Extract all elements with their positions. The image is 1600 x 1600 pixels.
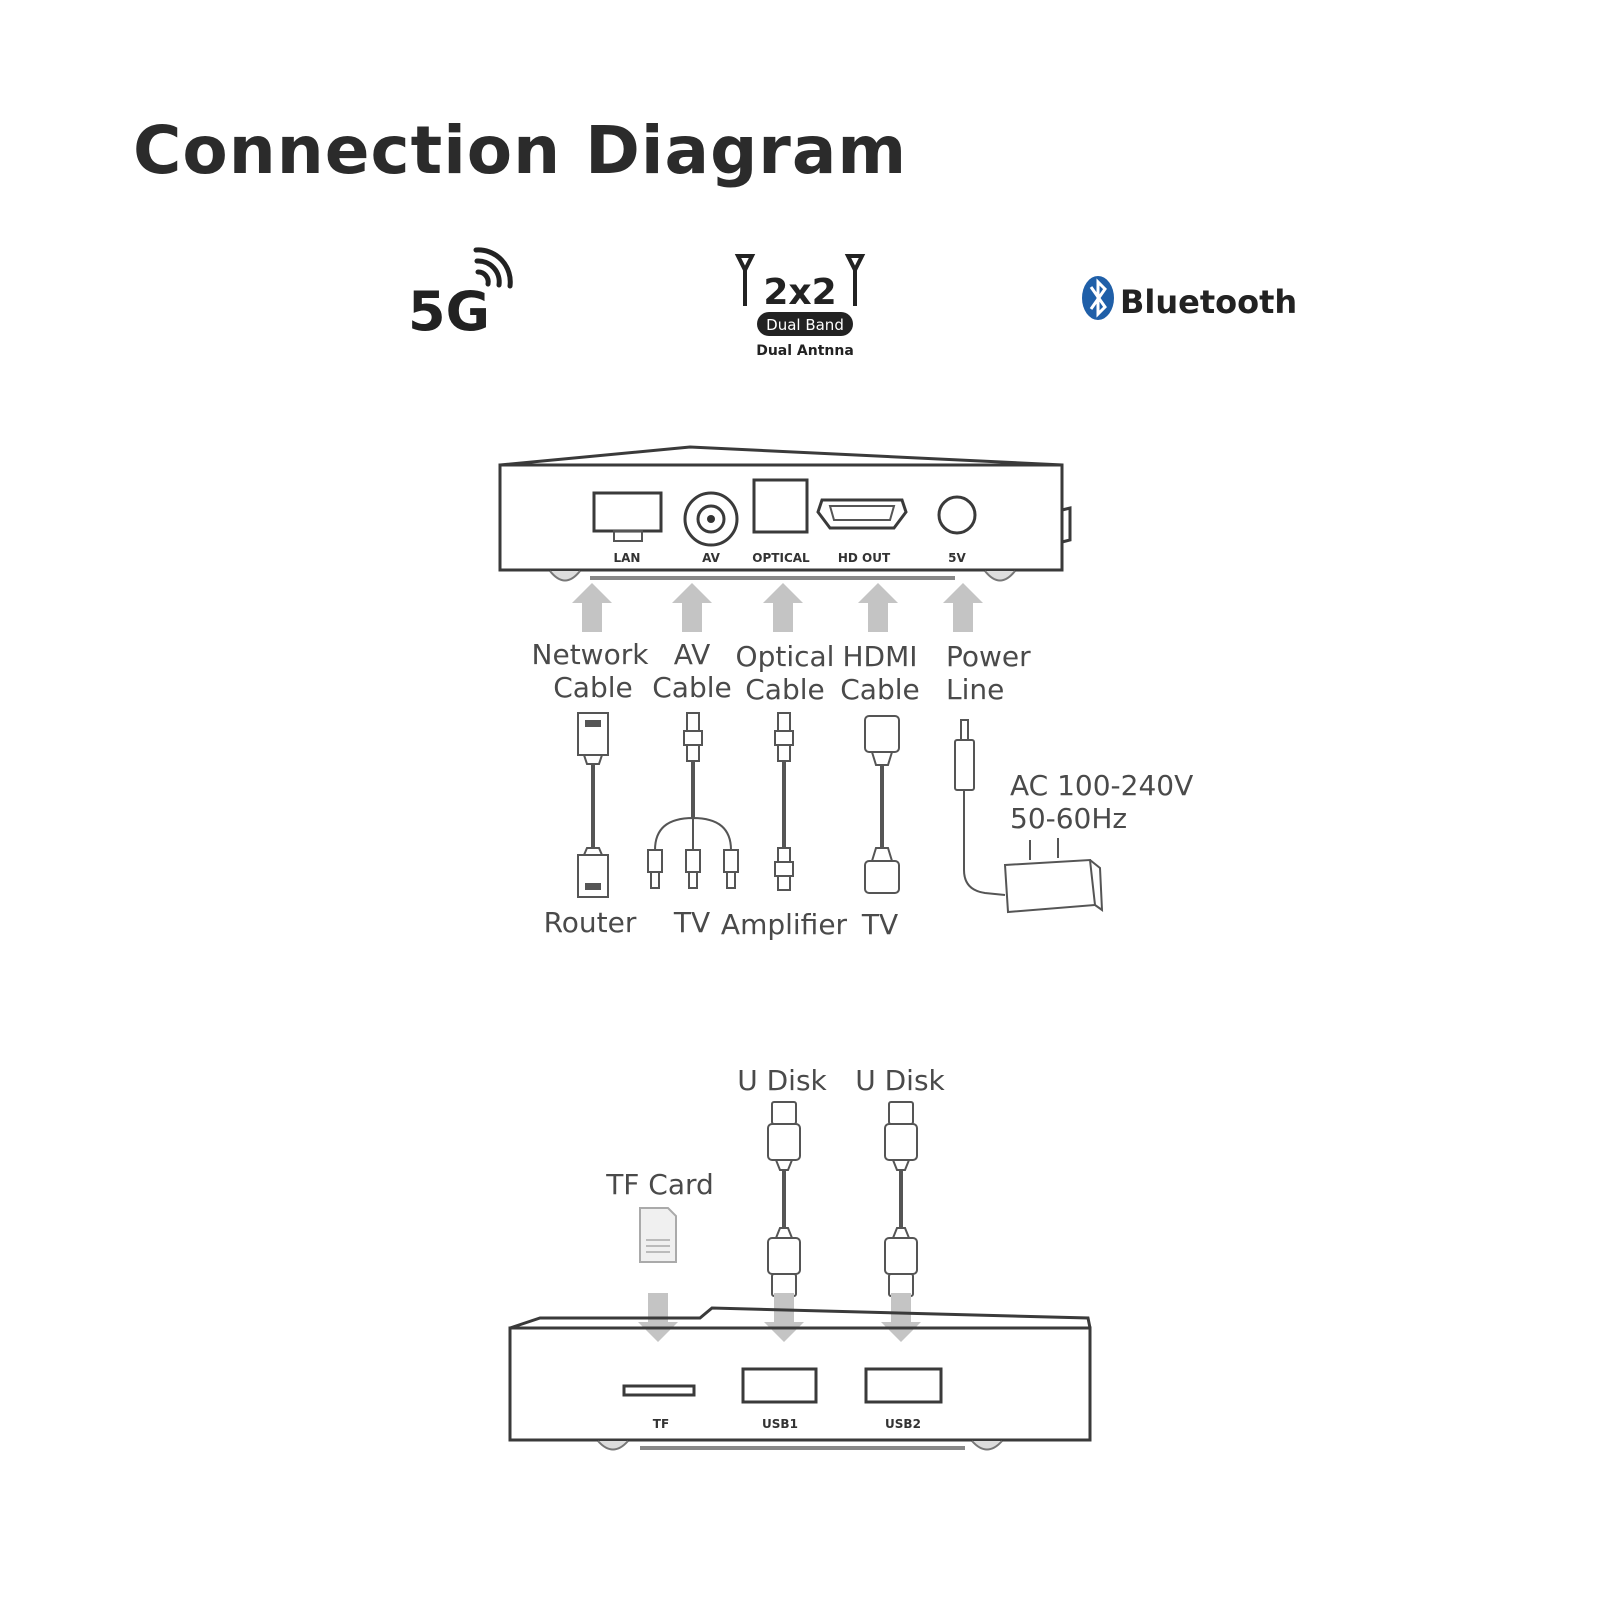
cable-label-line2: Cable bbox=[553, 671, 633, 704]
device-label: TF Card bbox=[605, 1168, 714, 1201]
cable-label-line2: Cable bbox=[840, 673, 920, 706]
usb-cable-icon bbox=[884, 1101, 918, 1297]
destination-label: Router bbox=[544, 906, 637, 939]
back-panel-arrows bbox=[572, 583, 983, 632]
dual-band-pill bbox=[757, 312, 853, 336]
cable-labels: Network Cable AV Cable Optical Cable HDM… bbox=[532, 638, 1032, 706]
cable-label-line1: HDMI bbox=[842, 640, 917, 673]
antenna-2x2-label: 2x2 bbox=[763, 272, 836, 313]
port-label: LAN bbox=[614, 551, 641, 565]
5g-badge: 5G bbox=[408, 247, 513, 343]
device-label: U Disk bbox=[855, 1064, 945, 1097]
port-label: USB1 bbox=[762, 1417, 798, 1431]
power-spec-line1: AC 100-240V bbox=[1010, 769, 1193, 802]
usb-cable-icon bbox=[767, 1101, 801, 1297]
hdmi-port bbox=[816, 498, 908, 530]
5g-label: 5G bbox=[408, 280, 490, 343]
back-panel-device: LAN AV OPTICAL HD OUT 5V bbox=[498, 445, 1072, 582]
down-arrow-icon bbox=[764, 1293, 804, 1342]
up-arrow-icon bbox=[572, 583, 612, 632]
av-port bbox=[683, 491, 739, 547]
power-spec-line2: 50-60Hz bbox=[1010, 802, 1127, 835]
cable-label-line1: AV bbox=[674, 638, 711, 671]
antenna-icon bbox=[734, 254, 866, 306]
port-label: 5V bbox=[948, 551, 966, 565]
dual-band-label: Dual Band bbox=[766, 316, 844, 334]
tf-card-icon bbox=[639, 1207, 677, 1263]
port-label: USB2 bbox=[885, 1417, 921, 1431]
cable-label-line2: Line bbox=[946, 673, 1004, 706]
destination-label: TV bbox=[861, 908, 898, 941]
power-port bbox=[937, 495, 977, 535]
destination-label: Amplifier bbox=[721, 908, 848, 941]
optical-port bbox=[752, 478, 809, 534]
usb2-port bbox=[864, 1367, 943, 1404]
up-arrow-icon bbox=[672, 583, 712, 632]
bluetooth-badge: Bluetooth bbox=[1082, 276, 1297, 321]
power-adapter-icon bbox=[954, 719, 1104, 914]
optical-cable-icon bbox=[774, 712, 794, 891]
bluetooth-label: Bluetooth bbox=[1120, 283, 1297, 321]
lan-port bbox=[592, 491, 663, 542]
av-cable-icon bbox=[647, 712, 739, 889]
up-arrow-icon bbox=[763, 583, 803, 632]
antenna-badge: 2x2 Dual Band Dual Antnna bbox=[734, 254, 866, 359]
up-arrow-icon bbox=[943, 583, 983, 632]
destination-labels: Router TV Amplifier TV bbox=[544, 906, 899, 941]
down-arrow-icon bbox=[881, 1293, 921, 1342]
cable-label-line1: Optical bbox=[736, 640, 835, 673]
port-label: HD OUT bbox=[838, 551, 891, 565]
cable-label-line1: Power bbox=[946, 640, 1031, 673]
port-label: OPTICAL bbox=[752, 551, 810, 565]
bluetooth-icon bbox=[1082, 276, 1114, 320]
wifi-signal-icon bbox=[473, 247, 513, 289]
page-title: Connection Diagram bbox=[133, 112, 908, 189]
side-panel-device: TF USB1 USB2 bbox=[508, 1306, 1092, 1451]
cable-label-line1: Network bbox=[532, 638, 650, 671]
usb1-port bbox=[741, 1367, 818, 1404]
tf-slot bbox=[622, 1384, 696, 1397]
cable-label-line2: Cable bbox=[652, 671, 732, 704]
port-label: AV bbox=[702, 551, 720, 565]
device-label: U Disk bbox=[737, 1064, 827, 1097]
hdmi-cable-icon bbox=[864, 715, 900, 894]
up-arrow-icon bbox=[858, 583, 898, 632]
dual-antenna-caption: Dual Antnna bbox=[756, 343, 854, 359]
destination-label: TV bbox=[673, 906, 710, 939]
port-label: TF bbox=[653, 1417, 669, 1431]
cable-label-line2: Cable bbox=[745, 673, 825, 706]
network-cable-icon bbox=[577, 712, 609, 898]
